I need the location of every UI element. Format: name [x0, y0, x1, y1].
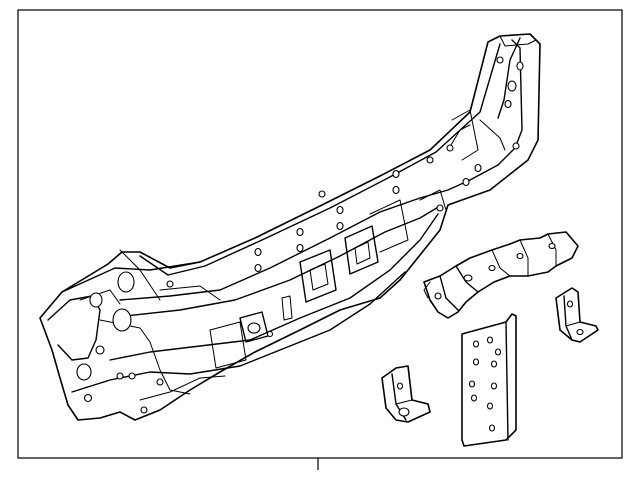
- diagram-frame: [17, 9, 623, 459]
- side-bracket: [555, 287, 599, 343]
- rear-body-panel: [39, 33, 541, 421]
- lower-bracket: [381, 365, 431, 423]
- vertical-reinforcement: [461, 313, 517, 447]
- reinforcement-bracket: [423, 231, 579, 319]
